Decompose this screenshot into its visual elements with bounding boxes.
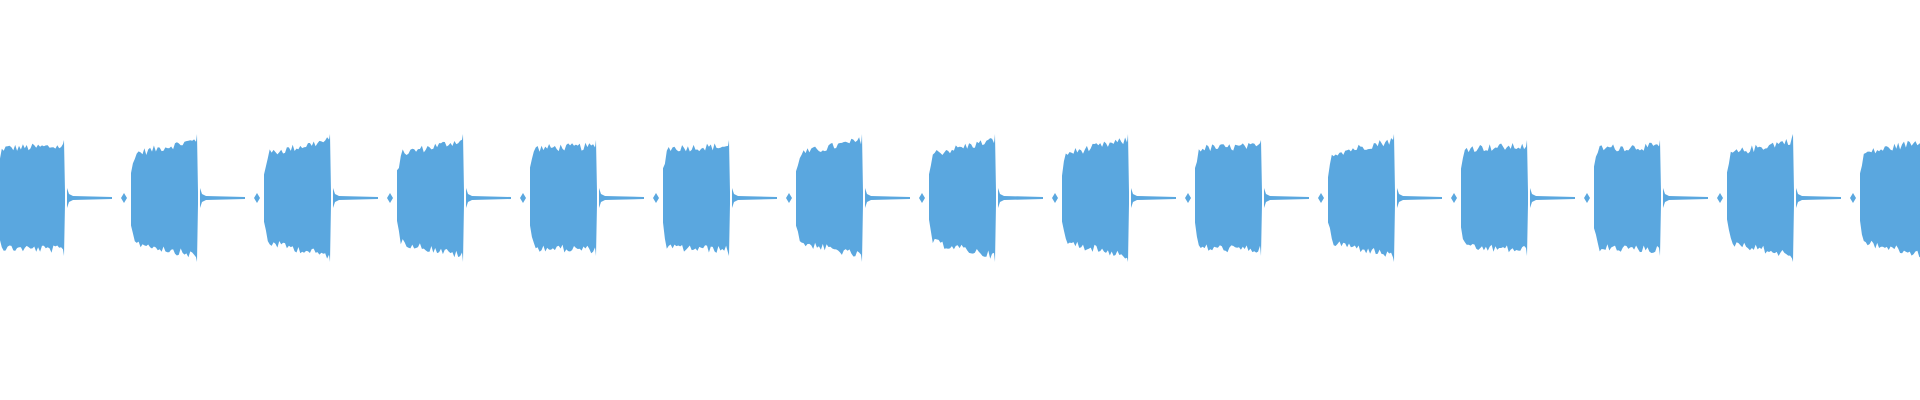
waveform-segment (121, 134, 245, 262)
waveform-block (929, 134, 996, 262)
waveform-segment (520, 140, 644, 256)
waveform-tail (200, 188, 245, 208)
waveform-tail (333, 188, 378, 208)
waveform-blip (387, 193, 393, 203)
waveform-tail (1796, 188, 1841, 208)
waveform-tail (998, 188, 1043, 208)
waveform-tail (732, 188, 777, 208)
waveform-tail (1663, 188, 1708, 208)
waveform-segment (786, 134, 910, 262)
waveform-tail (1397, 188, 1442, 208)
waveform-block (1727, 134, 1794, 262)
waveform-blip (1451, 193, 1457, 203)
waveform-tail (1264, 188, 1309, 208)
waveform-tail (865, 188, 910, 208)
waveform-block (796, 134, 863, 262)
waveform-segment (653, 140, 777, 256)
waveform-blip (254, 193, 260, 203)
waveform-block (1195, 140, 1262, 256)
waveform-blip (653, 193, 659, 203)
waveform-segment (1451, 140, 1575, 256)
waveform-blip (520, 193, 526, 203)
waveform-segment (1850, 140, 1920, 258)
waveform-blip (786, 193, 792, 203)
waveform-blip (1850, 193, 1856, 203)
waveform-blip (1584, 193, 1590, 203)
waveform-block (397, 134, 464, 262)
waveform-block (131, 134, 198, 262)
waveform-segment (1318, 134, 1442, 262)
waveform-tail (1131, 188, 1176, 208)
waveform-segment (0, 140, 112, 256)
waveform-segment (1052, 134, 1176, 262)
waveform-block (1062, 134, 1129, 262)
waveform-blip (1318, 193, 1324, 203)
waveform-block (1328, 134, 1395, 262)
waveform-tail (1530, 188, 1575, 208)
waveform-tail (599, 188, 644, 208)
waveform-block (530, 140, 597, 256)
waveform-segment (1584, 140, 1708, 256)
waveform-tail (67, 188, 112, 208)
waveform-segment (1185, 140, 1309, 256)
waveform-segment (919, 134, 1043, 262)
waveform-block (1860, 140, 1920, 258)
waveform-blip (121, 193, 127, 203)
waveform-tail (466, 188, 511, 208)
waveform-block (1461, 140, 1528, 256)
waveform-blip (1185, 193, 1191, 203)
waveform-block (663, 140, 730, 256)
waveform-block (0, 140, 65, 256)
waveform-segment (254, 134, 378, 262)
waveform-block (264, 134, 331, 262)
waveform-segment (387, 134, 511, 262)
waveform-blip (919, 193, 925, 203)
waveform-blip (1717, 193, 1723, 203)
waveform-block (1594, 140, 1661, 256)
waveform-blip (1052, 193, 1058, 203)
waveform-segment (1717, 134, 1841, 262)
